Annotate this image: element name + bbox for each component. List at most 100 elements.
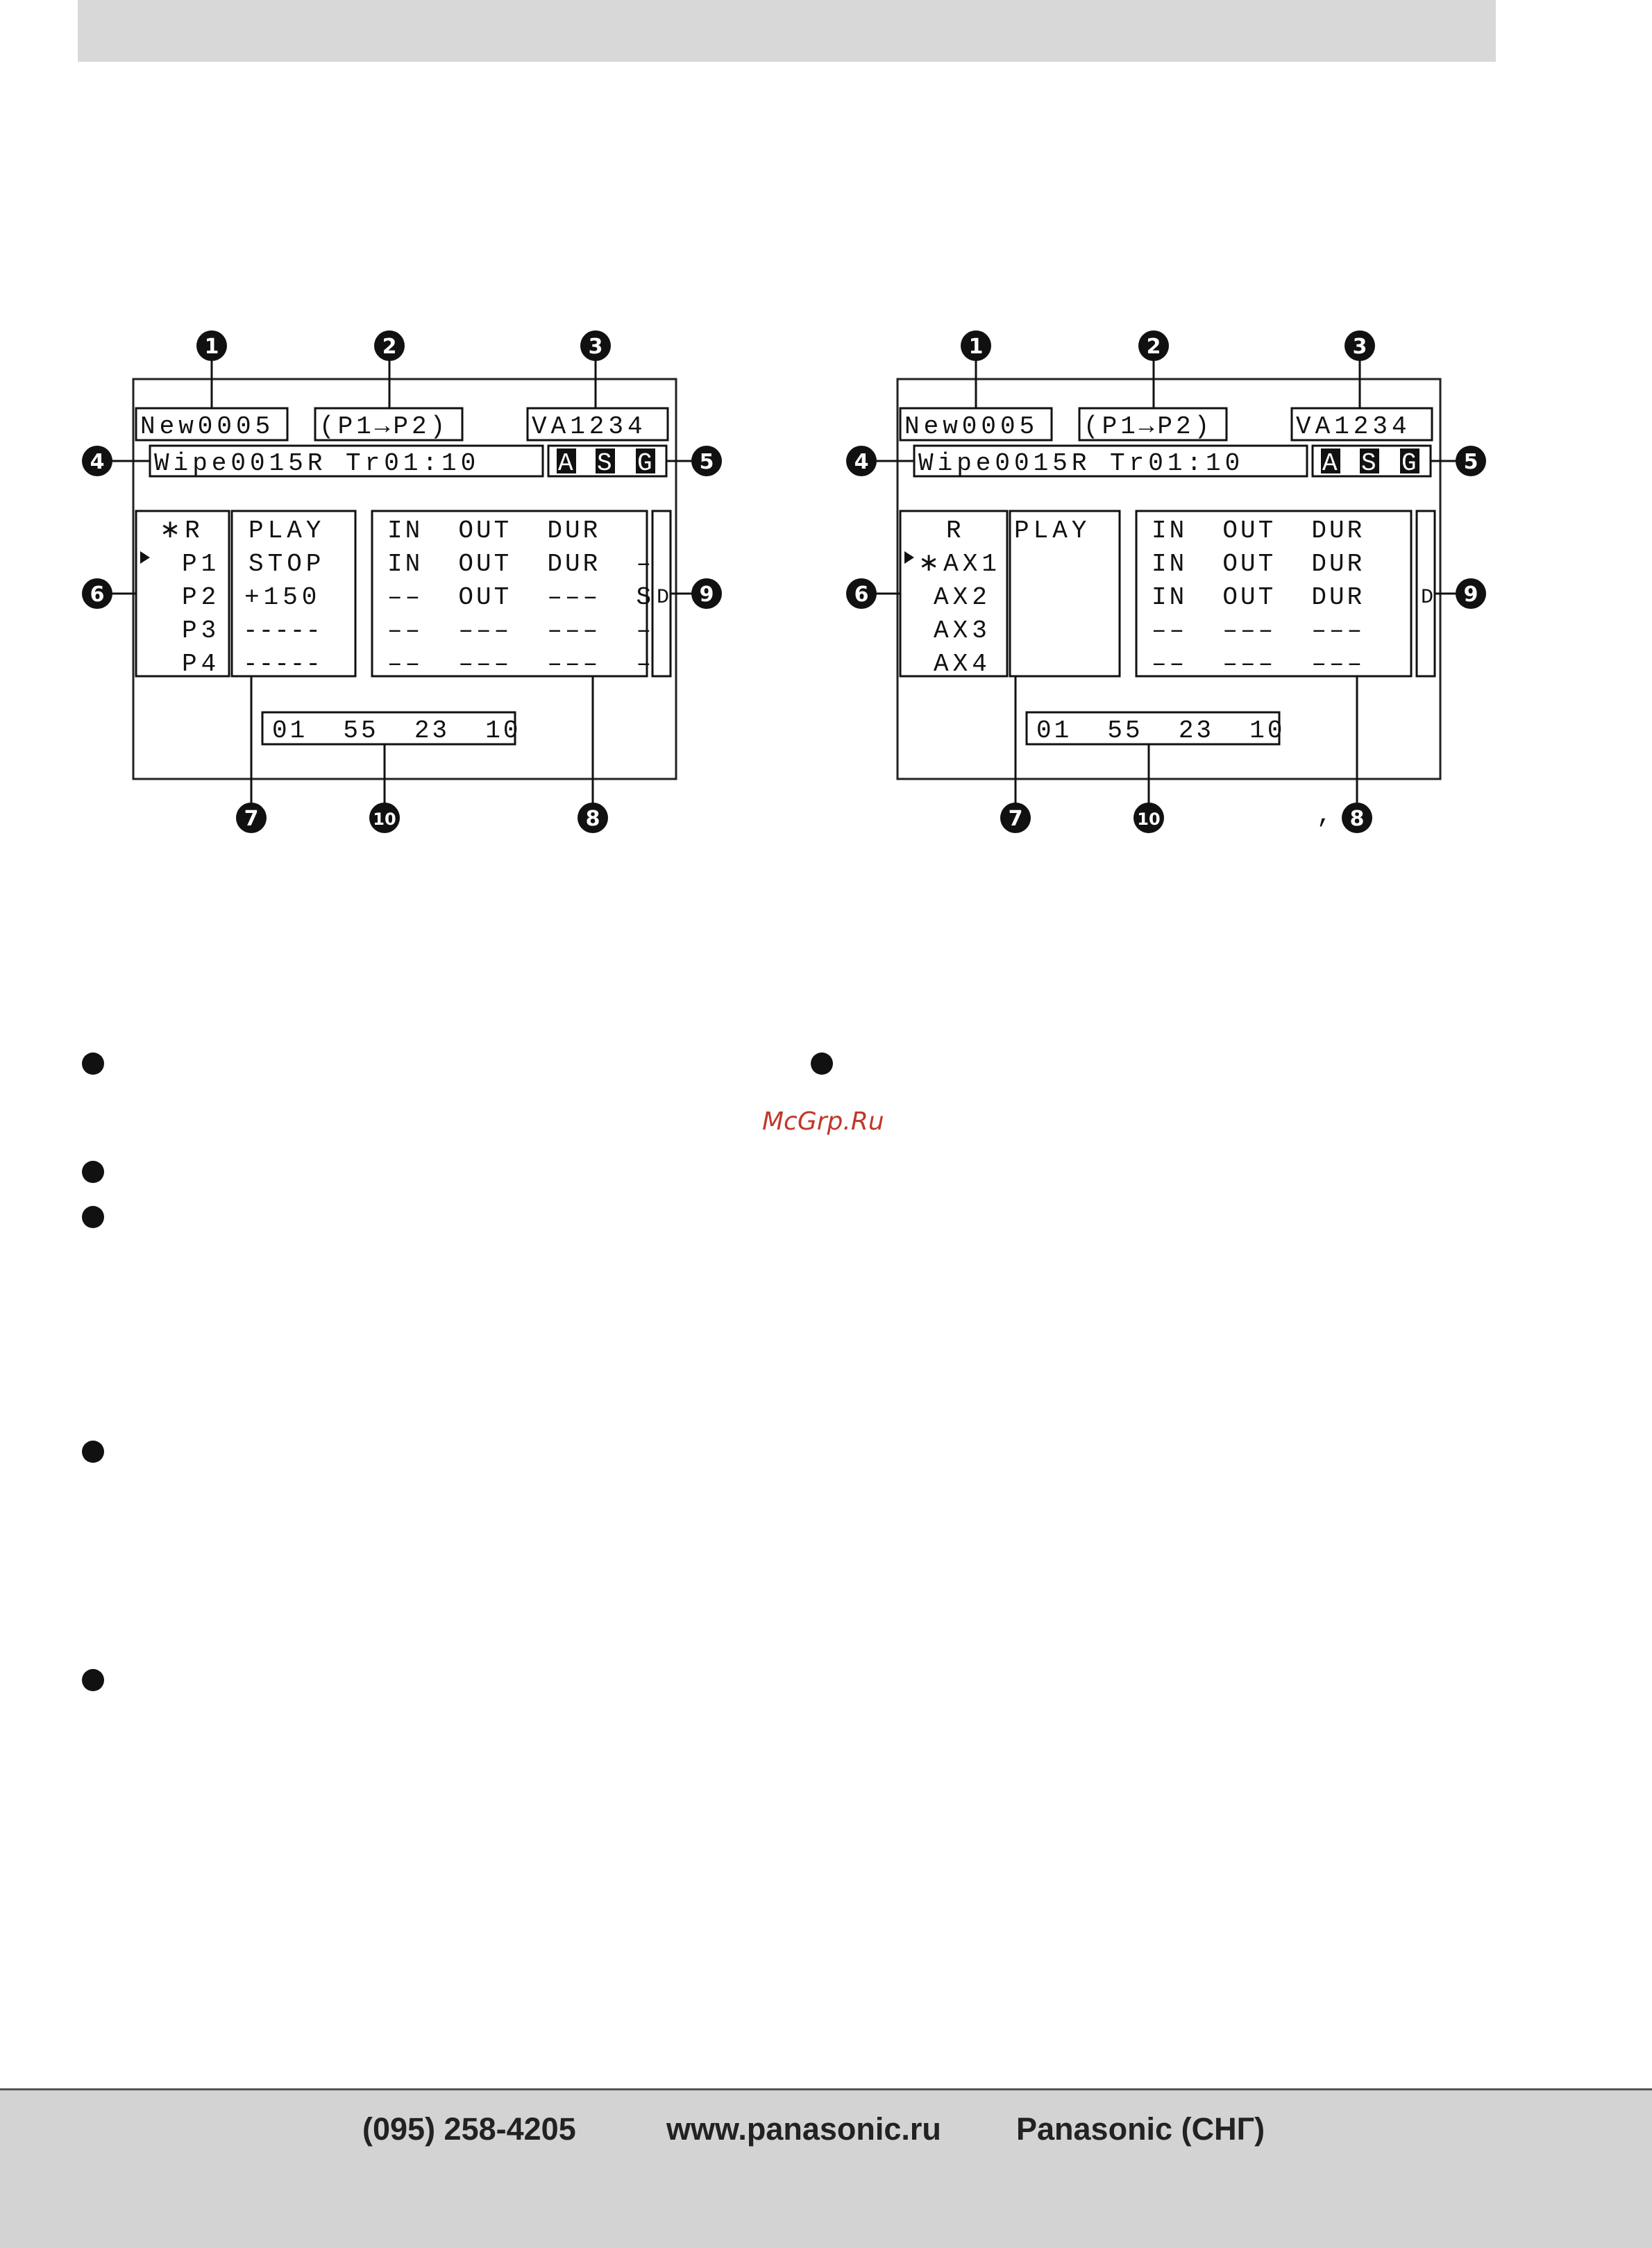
- effect-label: Wipe0015R Tr01:10: [918, 449, 1244, 478]
- callout-5: 5: [1456, 446, 1486, 476]
- status-panel: [230, 510, 357, 678]
- callout-4: 4: [846, 446, 877, 476]
- source-p1: P1: [182, 550, 220, 578]
- points-row-4: –– ––– ––– –: [387, 616, 654, 645]
- source-p3: P3: [182, 616, 220, 645]
- screen-diagram-left: New0005 (P1→P2) VA1234 Wipe0015R Tr01:10…: [76, 319, 784, 861]
- callout-5: 5: [691, 446, 722, 476]
- source-r: R: [946, 517, 966, 545]
- status-p2: +150: [244, 583, 321, 612]
- channels-box: [1290, 407, 1433, 442]
- flag-g: G: [1401, 449, 1417, 478]
- svg-text:2: 2: [1147, 335, 1161, 359]
- source-ax4: AX4: [934, 650, 991, 678]
- svg-text:2: 2: [382, 335, 397, 359]
- svg-text:1: 1: [969, 335, 984, 359]
- callout-6: 6: [846, 578, 877, 609]
- timecode-box: [1025, 711, 1281, 746]
- source-ax1: ∗AX1: [918, 550, 1001, 578]
- source-ax3: AX3: [934, 616, 991, 645]
- svg-text:7: 7: [1009, 807, 1023, 831]
- channels-label: VA1234: [1296, 412, 1411, 441]
- route-label: (P1→P2): [319, 412, 448, 441]
- status-p4: -----: [243, 650, 321, 678]
- footer-website[interactable]: www.panasonic.ru: [666, 2111, 941, 2147]
- flag-a: A: [558, 449, 573, 478]
- svg-text:9: 9: [700, 582, 714, 607]
- timecode: 01 55 23 10: [1036, 716, 1285, 745]
- stray-mark: ,: [1317, 801, 1332, 830]
- channels-label: VA1234: [532, 412, 647, 441]
- svg-text:6: 6: [90, 582, 105, 607]
- timecode-box: [261, 711, 516, 746]
- bullet-dot: [82, 1161, 104, 1183]
- points-row-5: –– ––– –––: [1152, 650, 1365, 678]
- status-p1: STOP: [248, 550, 325, 578]
- svg-text:7: 7: [244, 807, 259, 831]
- callout-4: 4: [82, 446, 112, 476]
- channels-box: [526, 407, 669, 442]
- points-row-3: IN OUT DUR: [1152, 583, 1365, 612]
- points-row-4: –– ––– –––: [1152, 616, 1365, 645]
- callout-1: 1: [961, 330, 991, 361]
- points-panel: [1135, 510, 1413, 678]
- svg-text:5: 5: [700, 450, 714, 474]
- flag-s: S: [1361, 449, 1376, 478]
- flag-s-bg: [596, 448, 615, 473]
- svg-text:5: 5: [1464, 450, 1478, 474]
- bullet-dot: [82, 1206, 104, 1228]
- points-row-5: –– ––– ––– –: [387, 650, 654, 678]
- route-label: (P1→P2): [1084, 412, 1213, 441]
- points-panel: [371, 510, 648, 678]
- source-ax2: AX2: [934, 583, 991, 612]
- screen-diagram-left-svg: New0005 (P1→P2) VA1234 Wipe0015R Tr01:10…: [82, 330, 722, 833]
- points-row-3: –– OUT ––– S: [387, 583, 654, 612]
- header-band: [78, 0, 1496, 62]
- callout-9: 9: [691, 578, 722, 609]
- cursor-arrow-icon: [904, 551, 914, 564]
- points-row-2: IN OUT DUR –: [387, 550, 654, 578]
- callout-8: 8: [578, 803, 608, 833]
- callout-2: 2: [1138, 330, 1169, 361]
- flag-s: S: [597, 449, 612, 478]
- bullet-dot: [82, 1052, 104, 1075]
- footer-brand: Panasonic (СНГ): [1016, 2111, 1265, 2147]
- svg-text:10: 10: [373, 810, 396, 829]
- monitor-frame: [132, 378, 677, 780]
- svg-text:8: 8: [586, 807, 600, 831]
- callout-10: 10: [369, 803, 400, 833]
- bullet-dot: [811, 1052, 833, 1075]
- callout-8: 8: [1342, 803, 1372, 833]
- status-r: PLAY: [248, 517, 325, 545]
- callout-1: 1: [196, 330, 227, 361]
- svg-text:9: 9: [1464, 582, 1478, 607]
- callout-9: 9: [1456, 578, 1486, 609]
- screen-diagram-right: New0005 (P1→P2) VA1234 Wipe0015R Tr01:10…: [841, 319, 1549, 861]
- flag-g-bg: [1400, 448, 1419, 473]
- svg-text:4: 4: [90, 450, 105, 474]
- cursor-arrow-icon: [140, 551, 150, 564]
- points-row-1: IN OUT DUR: [1152, 517, 1365, 545]
- screen-diagram-right-svg: New0005 (P1→P2) VA1234 Wipe0015R Tr01:10…: [846, 330, 1486, 833]
- flag-a: A: [1322, 449, 1338, 478]
- monitor-frame: [896, 378, 1442, 780]
- svg-text:10: 10: [1137, 810, 1160, 829]
- callout-3: 3: [1345, 330, 1375, 361]
- status-panel: [1009, 510, 1121, 678]
- callout-10: 10: [1133, 803, 1164, 833]
- mode-label: New0005: [140, 412, 274, 441]
- flag-g: G: [637, 449, 652, 478]
- side-label: D: [657, 586, 669, 610]
- footer: (095) 258-4205 www.panasonic.ru Panasoni…: [0, 2088, 1652, 2248]
- svg-text:3: 3: [1353, 335, 1367, 359]
- svg-text:6: 6: [854, 582, 869, 607]
- bullet-dot: [82, 1441, 104, 1463]
- callout-7: 7: [1000, 803, 1031, 833]
- svg-text:1: 1: [205, 335, 219, 359]
- callout-2: 2: [374, 330, 405, 361]
- flag-s-bg: [1360, 448, 1379, 473]
- svg-text:4: 4: [854, 450, 869, 474]
- mode-label: New0005: [904, 412, 1038, 441]
- status-r: PLAY: [1014, 517, 1090, 545]
- callout-3: 3: [580, 330, 611, 361]
